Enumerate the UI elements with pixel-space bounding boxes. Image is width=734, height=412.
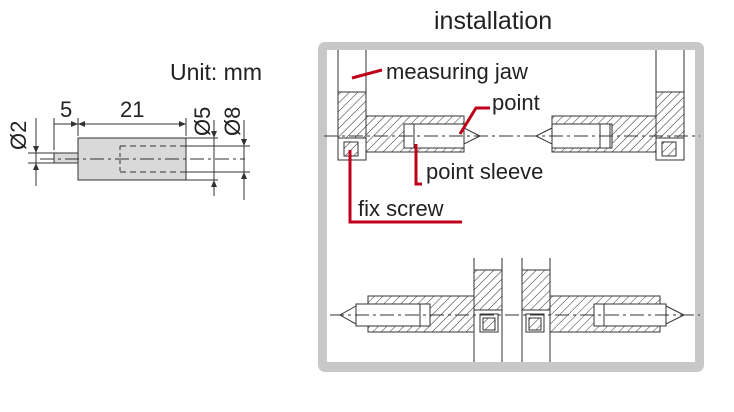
dim-length-21: 21 xyxy=(120,97,144,122)
callout-lines xyxy=(348,68,490,224)
dim-diameter-2: Ø2 xyxy=(6,121,31,150)
lower-assembly xyxy=(330,258,700,362)
callout-point: point xyxy=(492,90,540,115)
dimension-drawing: Unit: mm 5 21 xyxy=(28,59,262,200)
callout-point-sleeve: point sleeve xyxy=(426,159,543,184)
upper-assembly xyxy=(324,50,700,161)
unit-label: Unit: mm xyxy=(170,59,262,85)
installation-title: installation xyxy=(434,7,552,35)
dim-length-5: 5 xyxy=(60,97,72,122)
callout-measuring-jaw: measuring jaw xyxy=(386,59,528,84)
callout-fix-screw: fix screw xyxy=(358,196,444,221)
dim-diameter-8: Ø8 xyxy=(220,107,245,136)
dim-diameter-5: Ø5 xyxy=(190,107,215,136)
pin-tip xyxy=(53,152,79,164)
